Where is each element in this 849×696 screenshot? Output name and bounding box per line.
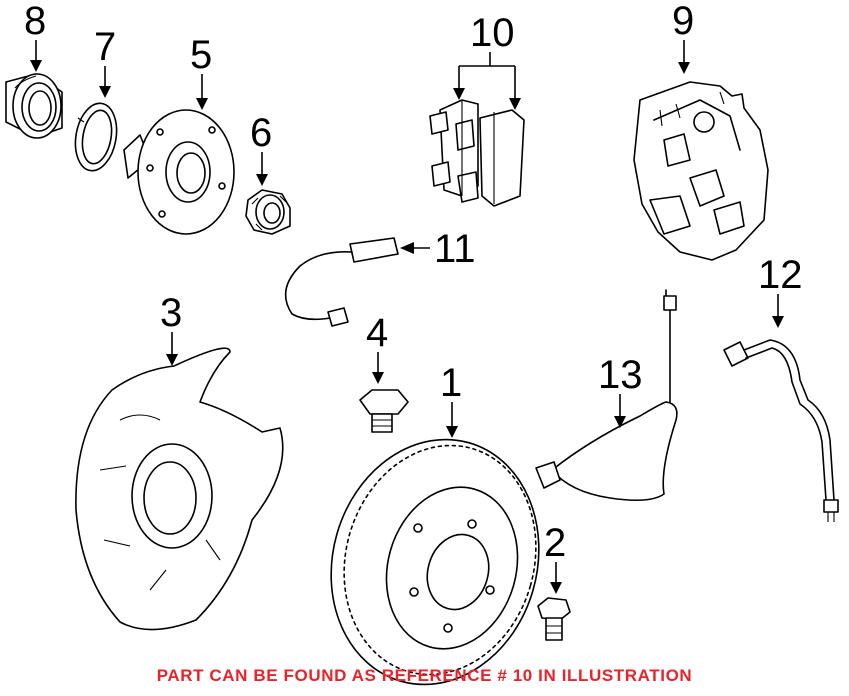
svg-text:13: 13 (598, 353, 643, 397)
callout-9: 9 (672, 0, 694, 74)
svg-text:2: 2 (544, 521, 566, 565)
part-1-brake-rotor[interactable] (303, 415, 567, 696)
callout-10: 10 (453, 11, 521, 110)
part-3-backing-plate[interactable] (75, 347, 284, 631)
callout-3: 3 (160, 291, 182, 366)
part-6-axle-nut[interactable] (245, 189, 291, 235)
callout-11: 11 (400, 227, 476, 271)
part-5-wheel-hub[interactable] (123, 109, 235, 235)
svg-text:4: 4 (366, 311, 388, 355)
part-12-brake-hose[interactable] (723, 339, 839, 522)
callout-8: 8 (24, 0, 46, 72)
callout-4: 4 (366, 311, 388, 384)
svg-text:3: 3 (160, 291, 182, 335)
svg-text:7: 7 (94, 25, 116, 69)
part-10-brake-pads[interactable] (429, 99, 525, 207)
reference-caption: PART CAN BE FOUND AS REFERENCE # 10 IN I… (156, 666, 693, 685)
part-11-wear-sensor[interactable] (284, 237, 399, 327)
callout-1: 1 (440, 361, 462, 438)
part-13-abs-wire[interactable] (535, 289, 678, 502)
part-9-brake-caliper[interactable] (633, 81, 769, 261)
svg-text:11: 11 (434, 227, 476, 271)
part-2-bolt[interactable] (537, 597, 571, 641)
svg-text:12: 12 (758, 253, 803, 297)
part-4-bolt[interactable] (359, 389, 409, 433)
callout-5: 5 (190, 33, 212, 110)
callout-7: 7 (94, 25, 116, 98)
svg-text:5: 5 (190, 33, 212, 77)
callout-13: 13 (598, 353, 643, 428)
svg-text:10: 10 (470, 11, 515, 55)
svg-text:6: 6 (250, 111, 272, 155)
part-7-snap-ring[interactable] (70, 100, 121, 174)
svg-text:9: 9 (672, 0, 694, 43)
svg-text:1: 1 (440, 361, 462, 405)
part-8-wheel-bearing[interactable] (5, 73, 63, 139)
svg-text:8: 8 (24, 0, 46, 43)
callout-2: 2 (544, 521, 566, 594)
callout-6: 6 (250, 111, 272, 186)
callout-12: 12 (758, 253, 803, 328)
